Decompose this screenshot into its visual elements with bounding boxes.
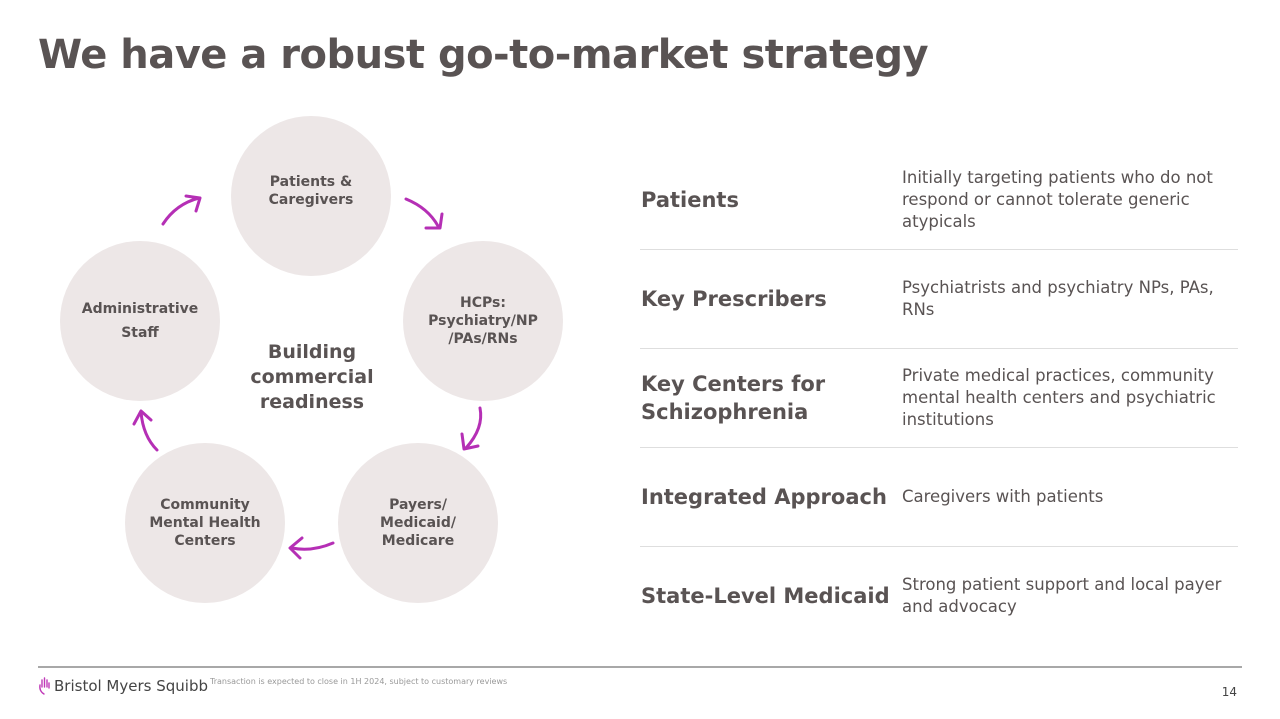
node-label: Patients & Caregivers [268, 174, 354, 208]
page-number: 14 [1221, 685, 1237, 699]
strategy-table: Patients Initially targeting patients who… [640, 151, 1238, 645]
arrow-icon [288, 536, 335, 560]
node-label: Administrative Staff [81, 301, 199, 341]
footer-divider [38, 666, 1242, 668]
table-row: State-Level Medicaid Strong patient suppo… [640, 547, 1238, 645]
arrow-icon [132, 409, 159, 452]
row-key: Key Centers for Schizophrenia [641, 372, 826, 424]
node-admin: Administrative Staff [60, 241, 220, 401]
node-label: HCPs: Psychiatry/NP /PAs/RNs [428, 295, 538, 347]
row-key: Key Prescribers [641, 287, 827, 311]
row-key: State-Level Medicaid [641, 584, 890, 608]
arrow-icon [161, 194, 202, 226]
company-logo: Bristol Myers Squibb [38, 677, 208, 695]
table-row: Integrated Approach Caregivers with patie… [640, 448, 1238, 547]
node-label: Community Mental Health Centers [149, 497, 261, 549]
page-title: We have a robust go-to-market strategy [38, 32, 929, 78]
node-patients: Patients & Caregivers [231, 116, 391, 276]
row-value: Strong patient support and local payer a… [902, 575, 1222, 616]
row-value: Caregivers with patients [902, 487, 1104, 506]
node-hcps: HCPs: Psychiatry/NP /PAs/RNs [403, 241, 563, 401]
node-label: Payers/ Medicaid/ Medicare [380, 497, 456, 549]
arrow-icon [460, 406, 483, 451]
table-row: Key Centers for Schizophrenia Private med… [640, 349, 1238, 448]
hand-logo-icon [39, 677, 50, 695]
cycle-arrows [132, 194, 483, 560]
row-key: Patients [641, 188, 739, 212]
node-community: Community Mental Health Centers [125, 443, 285, 603]
row-key: Integrated Approach [641, 485, 887, 509]
table-row: Patients Initially targeting patients who… [640, 151, 1238, 250]
node-payers: Payers/ Medicaid/ Medicare [338, 443, 498, 603]
row-value: Private medical practices, community men… [902, 366, 1216, 429]
arrow-icon [404, 197, 444, 230]
footnote: Transaction is expected to close in 1H 2… [210, 677, 508, 686]
row-value: Initially targeting patients who do not … [902, 168, 1213, 231]
row-value: Psychiatrists and psychiatry NPs, PAs, R… [902, 278, 1214, 319]
table-row: Key Prescribers Psychiatrists and psychia… [640, 250, 1238, 349]
logo-text: Bristol Myers Squibb [54, 677, 208, 695]
cycle-center-label: Building commercial readiness [250, 341, 374, 413]
